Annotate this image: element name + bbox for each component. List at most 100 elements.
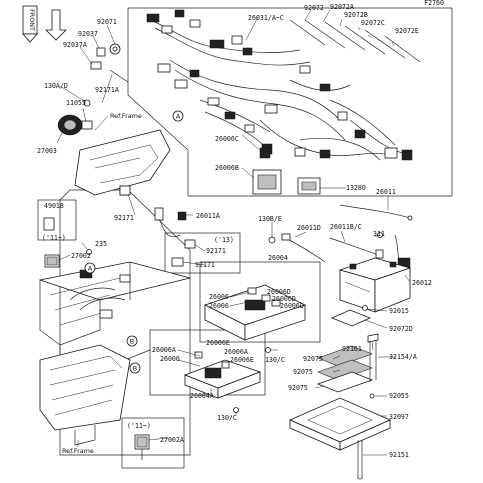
relay-27002A-inner	[136, 436, 148, 448]
bolt-92055	[369, 393, 375, 399]
label-92072E: 92072E	[395, 27, 419, 35]
ref-frame-label-bottom: Ref.Frame	[62, 447, 94, 455]
label-26011A: 26011A	[196, 212, 220, 220]
label-26006A-a: 26006A	[152, 346, 176, 354]
label-92075-b: 92075	[293, 368, 313, 376]
label-92151: 92151	[389, 451, 409, 459]
label-26006-a: 26006	[209, 293, 229, 301]
label-92072A: 92072A	[330, 3, 354, 11]
cable-26011BC	[329, 237, 384, 259]
label-49018: 49018	[44, 202, 64, 210]
fuse-box-26004A	[183, 351, 262, 399]
label-32154A: 32154/A	[389, 353, 417, 361]
battery-bracket-32154A	[367, 333, 379, 382]
label-26031: 26031/A~C	[248, 14, 284, 22]
callout-A-lower: A	[84, 262, 96, 274]
svg-text:A: A	[176, 113, 181, 121]
label-13280: 13280	[346, 184, 366, 192]
ref-frame-label-top: Ref.Frame	[110, 112, 142, 120]
box-11-left-frame	[37, 199, 77, 241]
battery-cable-26011	[339, 204, 413, 221]
clip-92037	[96, 47, 106, 57]
band-92171A	[109, 69, 129, 83]
label-26004A: 26004A	[190, 392, 214, 400]
label-26004: 26004	[268, 254, 288, 262]
front-arrow-icon	[45, 9, 67, 41]
label-92015: 92015	[389, 307, 409, 315]
label-235: 235	[95, 240, 107, 248]
bolt-130C-upper	[265, 347, 271, 353]
cable-ties-92072-series	[289, 19, 421, 63]
label-92037: 92037	[78, 30, 98, 38]
part-49018	[43, 217, 55, 231]
label-311: 311	[373, 230, 385, 238]
label-92171-c: 92171	[195, 261, 215, 269]
label-26011BC: 26011B/C	[330, 223, 362, 231]
bolt-311	[377, 232, 383, 238]
label-92037A: 92037A	[63, 41, 87, 49]
clamp-92171	[119, 185, 131, 196]
clip-92037A	[90, 61, 102, 70]
label-11-note-left: ('11~)	[42, 234, 66, 242]
fuse-box-26004	[203, 284, 307, 341]
label-26011D: 26011D	[297, 224, 321, 232]
front-label: FRONT	[28, 9, 36, 31]
pad-92075-c	[316, 371, 374, 393]
svg-text:B: B	[133, 365, 137, 373]
pad-92075-b	[317, 359, 373, 381]
label-26006E-b: 26006E	[230, 356, 254, 364]
fuse-box-26004A-frame	[149, 329, 266, 396]
label-27002: 27002	[71, 252, 91, 260]
label-130BE: 130B/E	[258, 215, 282, 223]
main-wiring-harness	[146, 9, 413, 161]
label-26006D-c: 26006D	[280, 302, 304, 310]
cover-13280-inner	[301, 181, 317, 191]
label-92055: 92055	[389, 392, 409, 400]
battery	[338, 257, 412, 313]
label-92075-a: 92075	[303, 355, 323, 363]
box-11-bottom-frame	[121, 417, 185, 469]
label-92171A: 92171A	[95, 86, 119, 94]
sub-harness-26011A	[154, 207, 187, 238]
label-92071: 92071	[97, 18, 117, 26]
label-26006A-b: 26006A	[224, 348, 248, 356]
label-26006E-a: 26006E	[206, 339, 230, 347]
label-26012: 26012	[412, 279, 432, 287]
label-11055: 11055	[66, 99, 86, 107]
diagram-id: F2760	[424, 0, 444, 7]
svg-text:A: A	[88, 265, 93, 273]
grommet-92071-hole	[112, 46, 118, 52]
clamp-92171-13b	[171, 257, 184, 267]
label-130AD: 130A/D	[44, 82, 68, 90]
front-arrow-head	[22, 33, 38, 43]
harness-panel-outline	[127, 7, 453, 197]
label-26006D-a: 26006D	[267, 288, 291, 296]
label-130C-b: 130/C	[217, 414, 237, 422]
label-92171: 92171	[114, 214, 134, 222]
label-26006B: 26006B	[215, 164, 239, 172]
bracket-11055	[81, 120, 93, 130]
rear-carrier-rack	[39, 344, 131, 446]
label-92171-b: 92171	[206, 247, 226, 255]
bolt-130C-lower	[233, 407, 239, 413]
label-27003: 27003	[37, 147, 57, 155]
callout-A-top: A	[172, 110, 184, 122]
box-13-frame	[164, 232, 241, 274]
svg-text:B: B	[130, 338, 134, 346]
horn-27003-center	[63, 119, 77, 131]
rod-92151	[357, 440, 363, 480]
relay-26006B-inner	[257, 174, 277, 190]
label-26006C: 26006C	[215, 135, 239, 143]
label-11-note-bottom: ('11~)	[127, 422, 151, 430]
label-26006-c: 26006	[160, 355, 180, 363]
ref-frame-leader-top	[94, 115, 109, 131]
callout-B-upper: B	[126, 335, 138, 347]
label-13-note: ('13)	[214, 236, 234, 244]
label-130C-a: 130/C	[265, 356, 285, 364]
front-frame-body	[74, 129, 171, 196]
label-92075-c: 92075	[288, 384, 308, 392]
label-92161: 92161	[342, 345, 362, 353]
label-27002A: 27002A	[160, 436, 184, 444]
